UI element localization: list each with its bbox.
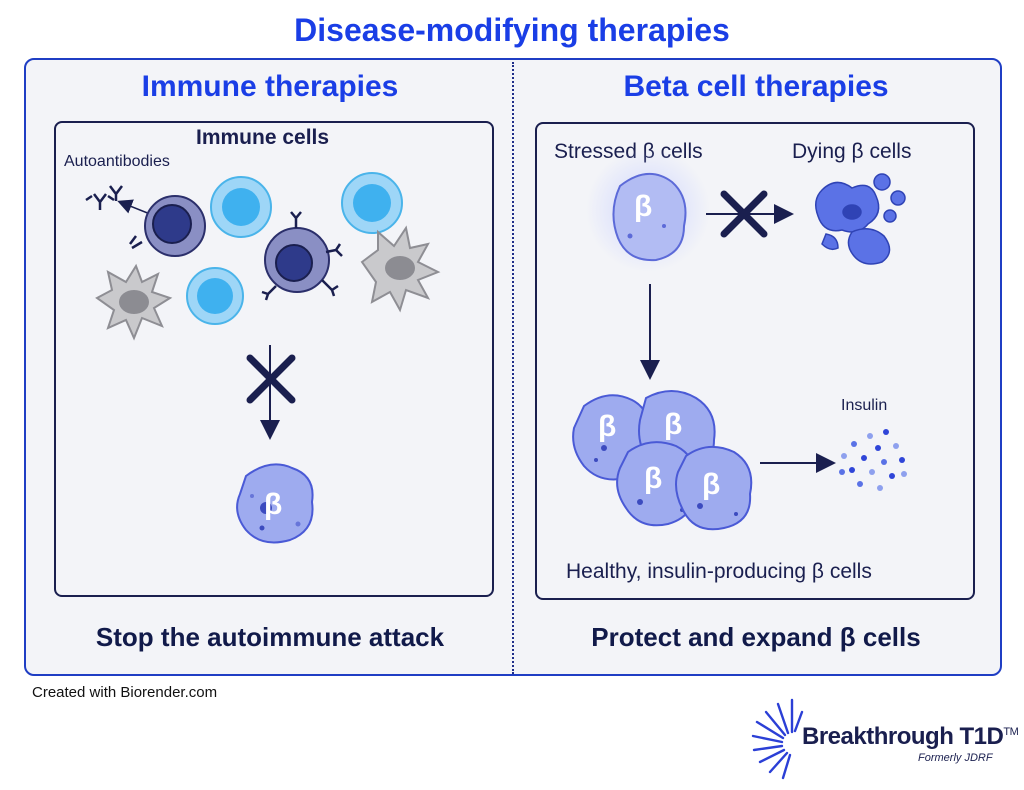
b-cell-icon — [129, 195, 206, 257]
stressed-beta-cell-icon — [612, 173, 687, 262]
insulin-label: Insulin — [841, 397, 888, 414]
autoantibodies-label: Autoantibodies — [64, 153, 170, 170]
left-caption: Stop the autoimmune attack — [95, 622, 445, 652]
beta-cell-therapies-heading: Beta cell therapies — [623, 70, 889, 103]
block-x-icon — [246, 354, 296, 404]
t-cell-icon — [186, 267, 244, 325]
beta-symbol: β — [644, 462, 663, 495]
beta-cell-icon — [236, 463, 314, 544]
beta-symbol: β — [634, 190, 653, 223]
beta-symbol: β — [264, 488, 283, 521]
center-divider — [512, 62, 514, 674]
block-x-icon — [720, 190, 768, 238]
logo-name: Breakthrough T1D — [802, 723, 1004, 750]
breakthrough-t1d-logo: Breakthrough T1DTM — [802, 723, 1019, 751]
immune-therapies-heading: Immune therapies — [141, 70, 399, 103]
autoantibody-arrow — [117, 199, 151, 215]
immune-cells-title: Immune cells — [196, 126, 330, 149]
dying-beta-cells-icon — [815, 173, 906, 265]
main-title: Disease-modifying therapies — [294, 12, 730, 48]
right-caption: Protect and expand β cells — [591, 622, 921, 652]
breakthrough-t1d-logo-icon — [751, 698, 804, 780]
biorender-credit: Created with Biorender.com — [32, 684, 218, 701]
beta-symbol: β — [598, 410, 617, 443]
b-cell-with-antibodies-icon — [261, 211, 343, 301]
dendritic-cell-icon — [360, 225, 441, 313]
healthy-beta-label: Healthy, insulin-producing β cells — [566, 560, 872, 583]
t-cell-icon — [210, 176, 272, 238]
dendritic-cell-icon — [95, 263, 173, 341]
dying-beta-label: Dying β cells — [792, 140, 912, 163]
healthy-beta-cell-icon — [675, 445, 753, 531]
beta-symbol: β — [702, 468, 721, 501]
insulin-granules-icon — [839, 429, 907, 491]
logo-subtitle: Formerly JDRF — [918, 752, 993, 764]
antibody-icon — [85, 185, 123, 210]
t-cell-icon — [341, 172, 403, 234]
logo-tm: TM — [1003, 726, 1019, 738]
beta-symbol: β — [664, 408, 683, 441]
